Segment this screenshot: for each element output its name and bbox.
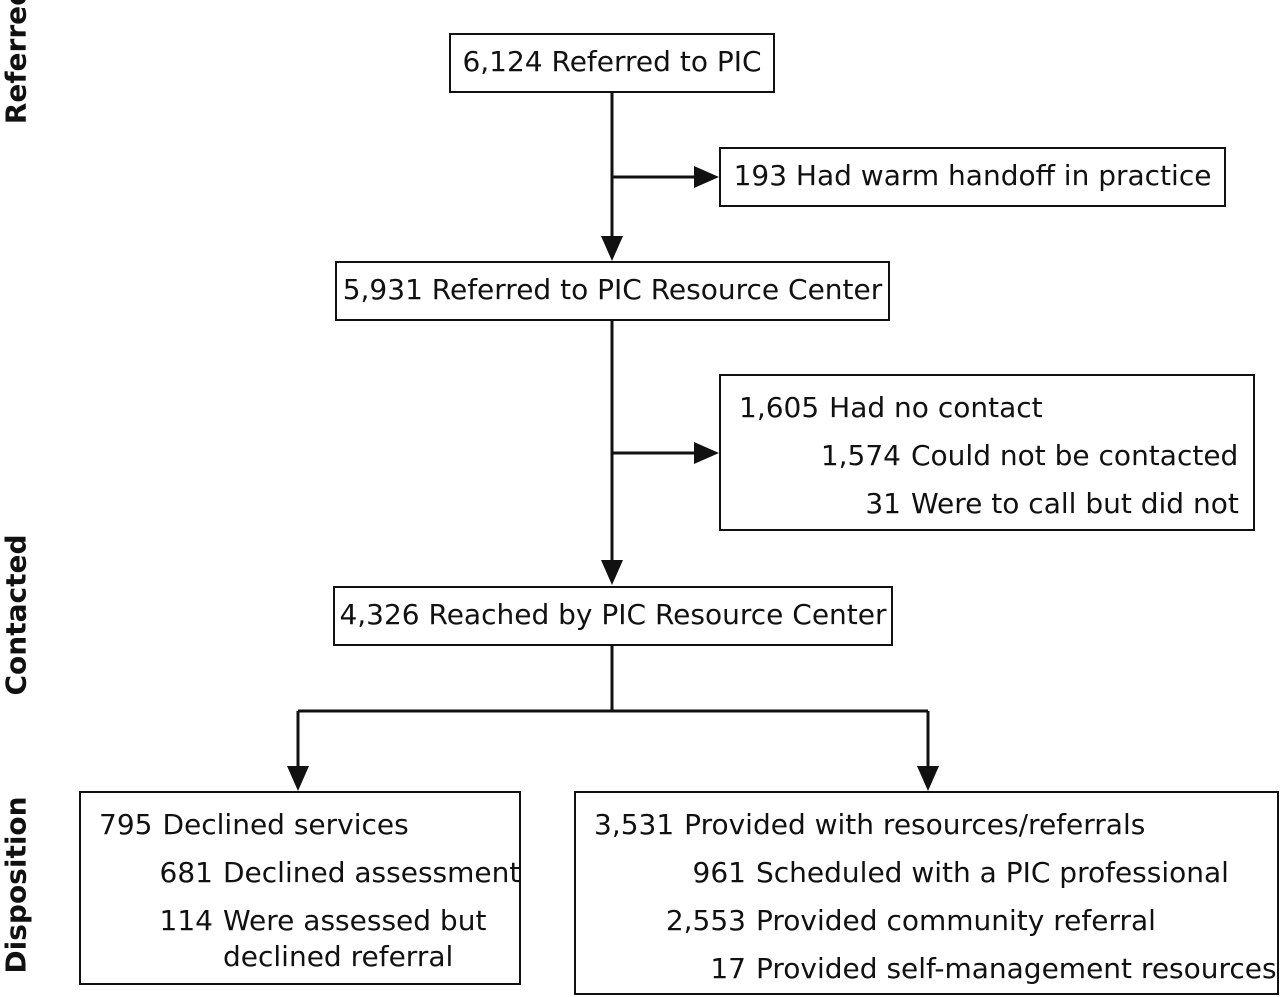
no-contact-header: 1,605 Had no contact: [721, 384, 1253, 432]
provided-item-label: Scheduled with a PIC professional: [756, 856, 1229, 889]
provided-item-label: Provided community referral: [756, 904, 1156, 937]
arrowhead-declined: [287, 766, 309, 791]
arrowhead-provided: [917, 766, 939, 791]
declined-count: 795: [99, 808, 153, 841]
no-contact-count: 1,605: [739, 391, 820, 424]
declined-item-label: Were assessed but declined referral: [223, 904, 487, 973]
declined-item-label: Declined assessment: [223, 856, 521, 889]
provided-item-count: 961: [692, 856, 746, 889]
arrowhead-no-contact: [694, 442, 719, 464]
node-referred-to-pic: 6,124 Referred to PIC: [449, 33, 775, 93]
no-contact-item-count: 1,574: [820, 439, 901, 472]
provided-item-count: 2,553: [665, 904, 746, 937]
node-referred-to-resource-center: 5,931 Referred to PIC Resource Center: [335, 261, 890, 321]
provided-header: 3,531 Provided with resources/referrals: [576, 801, 1277, 849]
node-no-contact: 1,605 Had no contact 1,574 Could not be …: [719, 374, 1255, 531]
no-contact-item: 31 Were to call but did not: [721, 480, 1253, 528]
provided-item-count: 17: [710, 952, 746, 985]
node-declined-services: 795 Declined services 681 Declined asses…: [79, 791, 521, 985]
node-warm-handoff: 193 Had warm handoff in practice: [719, 147, 1226, 207]
provided-item-label: Provided self-management resources: [756, 952, 1277, 985]
provided-count: 3,531: [594, 808, 675, 841]
declined-item: 114 Were assessed but declined referral: [81, 897, 519, 975]
declined-item-count: 681: [159, 856, 213, 889]
provided-label: Provided with resources/referrals: [684, 808, 1146, 841]
provided-item: 17 Provided self-management resources: [576, 945, 1277, 993]
provided-item: 961 Scheduled with a PIC professional: [576, 849, 1277, 897]
no-contact-item-label: Were to call but did not: [911, 487, 1239, 520]
arrowhead-resource-center: [601, 236, 623, 261]
declined-header: 795 Declined services: [81, 801, 519, 849]
declined-label: Declined services: [162, 808, 409, 841]
node-reached-by-resource-center: 4,326 Reached by PIC Resource Center: [333, 586, 893, 646]
declined-item: 681 Declined assessment: [81, 849, 521, 897]
provided-item: 2,553 Provided community referral: [576, 897, 1277, 945]
arrowhead-warm-handoff: [694, 166, 719, 188]
declined-item-count: 114: [159, 904, 213, 937]
no-contact-item-label: Could not be contacted: [911, 439, 1239, 472]
arrowhead-reached: [601, 560, 623, 585]
no-contact-label: Had no contact: [829, 391, 1043, 424]
node-provided-resources: 3,531 Provided with resources/referrals …: [574, 791, 1279, 995]
no-contact-item-count: 31: [865, 487, 901, 520]
no-contact-item: 1,574 Could not be contacted: [721, 432, 1253, 480]
